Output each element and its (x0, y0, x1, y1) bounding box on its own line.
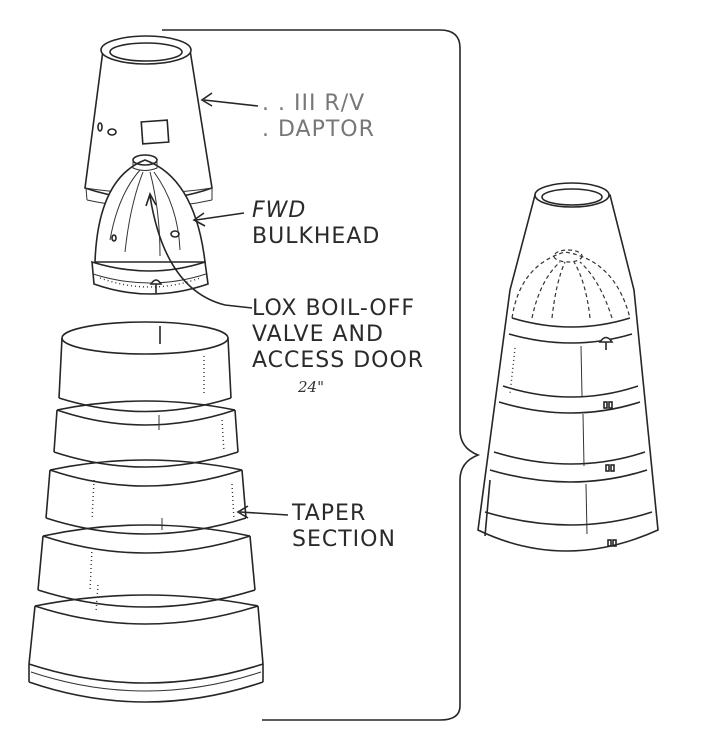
taper-section-label: TAPER SECTION (292, 501, 396, 553)
lox-valve-label-line3: ACCESS DOOR (252, 348, 425, 373)
assembled-vehicle (477, 182, 659, 552)
taper-leader (239, 511, 289, 516)
rv-adaptor-label: . . III R/V . DAPTOR (262, 91, 375, 143)
leader-arrows (145, 92, 289, 519)
lox-valve-label-line1: LOX BOIL-OFF (252, 296, 416, 321)
fwd-bulkhead-part (91, 154, 209, 295)
assembly-bracket (162, 29, 481, 721)
lox-valve-leader (149, 195, 253, 309)
bulkhead-leader (195, 212, 245, 221)
rv-adaptor-label-line2: . DAPTOR (262, 117, 375, 142)
fwd-bulkhead-label: FWD BULKHEAD (252, 198, 380, 250)
lox-door-size-note: 24" (298, 378, 324, 396)
lox-valve-label-line2: VALVE AND (252, 322, 384, 347)
taper-section-label-line1: TAPER (292, 501, 367, 526)
fwd-bulkhead-label-line1: FWD (252, 198, 307, 223)
taper-section-label-line2: SECTION (292, 527, 396, 552)
lox-valve-label: LOX BOIL-OFF VALVE AND ACCESS DOOR (252, 296, 424, 374)
rv-adaptor-part (84, 35, 213, 208)
taper-section-part (28, 321, 264, 703)
adaptor-leader (203, 99, 259, 107)
fwd-bulkhead-label-line2: BULKHEAD (252, 224, 381, 249)
rv-adaptor-label-line1: . . III R/V (262, 91, 366, 116)
